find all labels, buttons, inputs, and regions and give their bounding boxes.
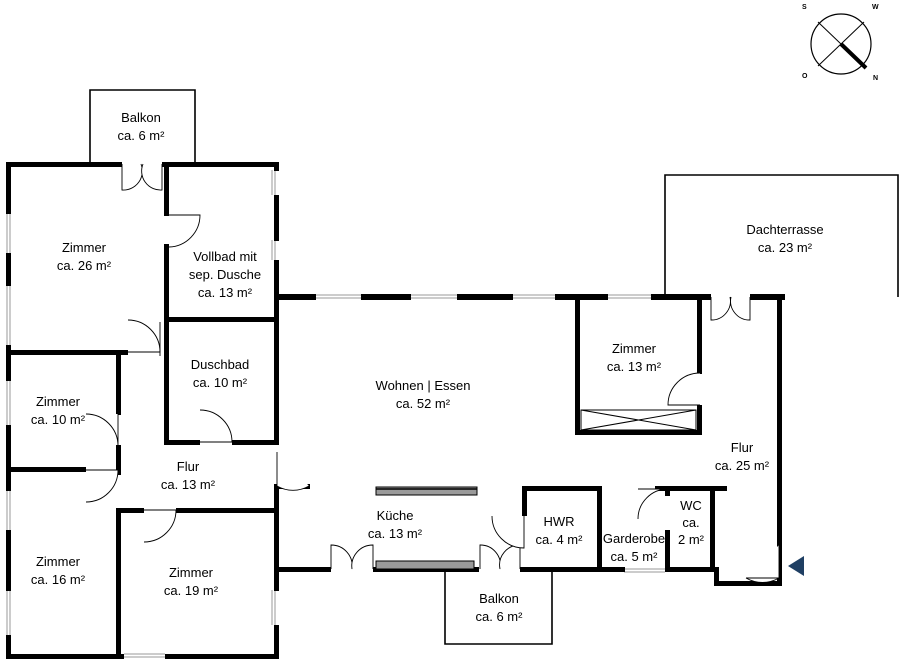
vollbad-name-1: Vollbad mit [193, 249, 257, 264]
kitchen-counters [375, 486, 478, 570]
wc-area-1: ca. [682, 515, 699, 530]
zimmer-16-name: Zimmer [36, 554, 81, 569]
kueche-area: ca. 13 m² [368, 526, 423, 541]
dachterrasse-name: Dachterrasse [746, 222, 823, 237]
balkon-top-name: Balkon [121, 110, 161, 125]
compass-s: S [802, 4, 807, 11]
zimmer-10-name: Zimmer [36, 394, 81, 409]
duschbad-name: Duschbad [191, 357, 250, 372]
balkon-bottom-area: ca. 6 m² [476, 609, 524, 624]
zimmer-16-area: ca. 16 m² [31, 572, 86, 587]
compass-north-needle [839, 42, 868, 70]
garderobe-area: ca. 5 m² [611, 549, 659, 564]
dachterrasse-outline [664, 174, 899, 297]
garderobe-name: Garderobe [603, 531, 665, 546]
balkon-bottom-outline [444, 572, 553, 645]
entrance-arrow-icon [788, 556, 804, 576]
zimmer-13-name: Zimmer [612, 341, 657, 356]
balkon-top-area: ca. 6 m² [118, 128, 166, 143]
hwr-name: HWR [543, 514, 574, 529]
compass-w: W [872, 4, 879, 11]
zimmer-26-area: ca. 26 m² [57, 258, 112, 273]
zimmer-19-area: ca. 19 m² [164, 583, 219, 598]
balkon-top-outline [89, 89, 196, 164]
zimmer-19-name: Zimmer [169, 565, 214, 580]
wardrobe [580, 409, 697, 431]
dachterrasse-area: ca. 23 m² [758, 240, 813, 255]
vollbad-area: ca. 13 m² [198, 285, 253, 300]
wc-area-2: 2 m² [678, 532, 705, 547]
hwr-area: ca. 4 m² [536, 532, 584, 547]
zimmer-26-name: Zimmer [62, 240, 107, 255]
flur-13-name: Flur [177, 459, 200, 474]
balkon-bottom-name: Balkon [479, 591, 519, 606]
flur-25-area: ca. 25 m² [715, 458, 770, 473]
flur-13-area: ca. 13 m² [161, 477, 216, 492]
wohnen-name: Wohnen | Essen [376, 378, 471, 393]
compass-n: N [873, 75, 878, 82]
balcony-outlines [89, 89, 899, 645]
zimmer-10-area: ca. 10 m² [31, 412, 86, 427]
room-labels: Balkon ca. 6 m² Zimmer ca. 26 m² Vollbad… [31, 110, 824, 624]
zimmer-13-area: ca. 13 m² [607, 359, 662, 374]
kueche-name: Küche [377, 508, 414, 523]
compass: S W O N [802, 4, 879, 82]
wc-name: WC [680, 498, 702, 513]
doors [85, 163, 780, 583]
windows [6, 170, 665, 658]
duschbad-area: ca. 10 m² [193, 375, 248, 390]
wohnen-area: ca. 52 m² [396, 396, 451, 411]
vollbad-name-2: sep. Dusche [189, 267, 261, 282]
compass-o: O [802, 73, 808, 80]
flur-25-name: Flur [731, 440, 754, 455]
